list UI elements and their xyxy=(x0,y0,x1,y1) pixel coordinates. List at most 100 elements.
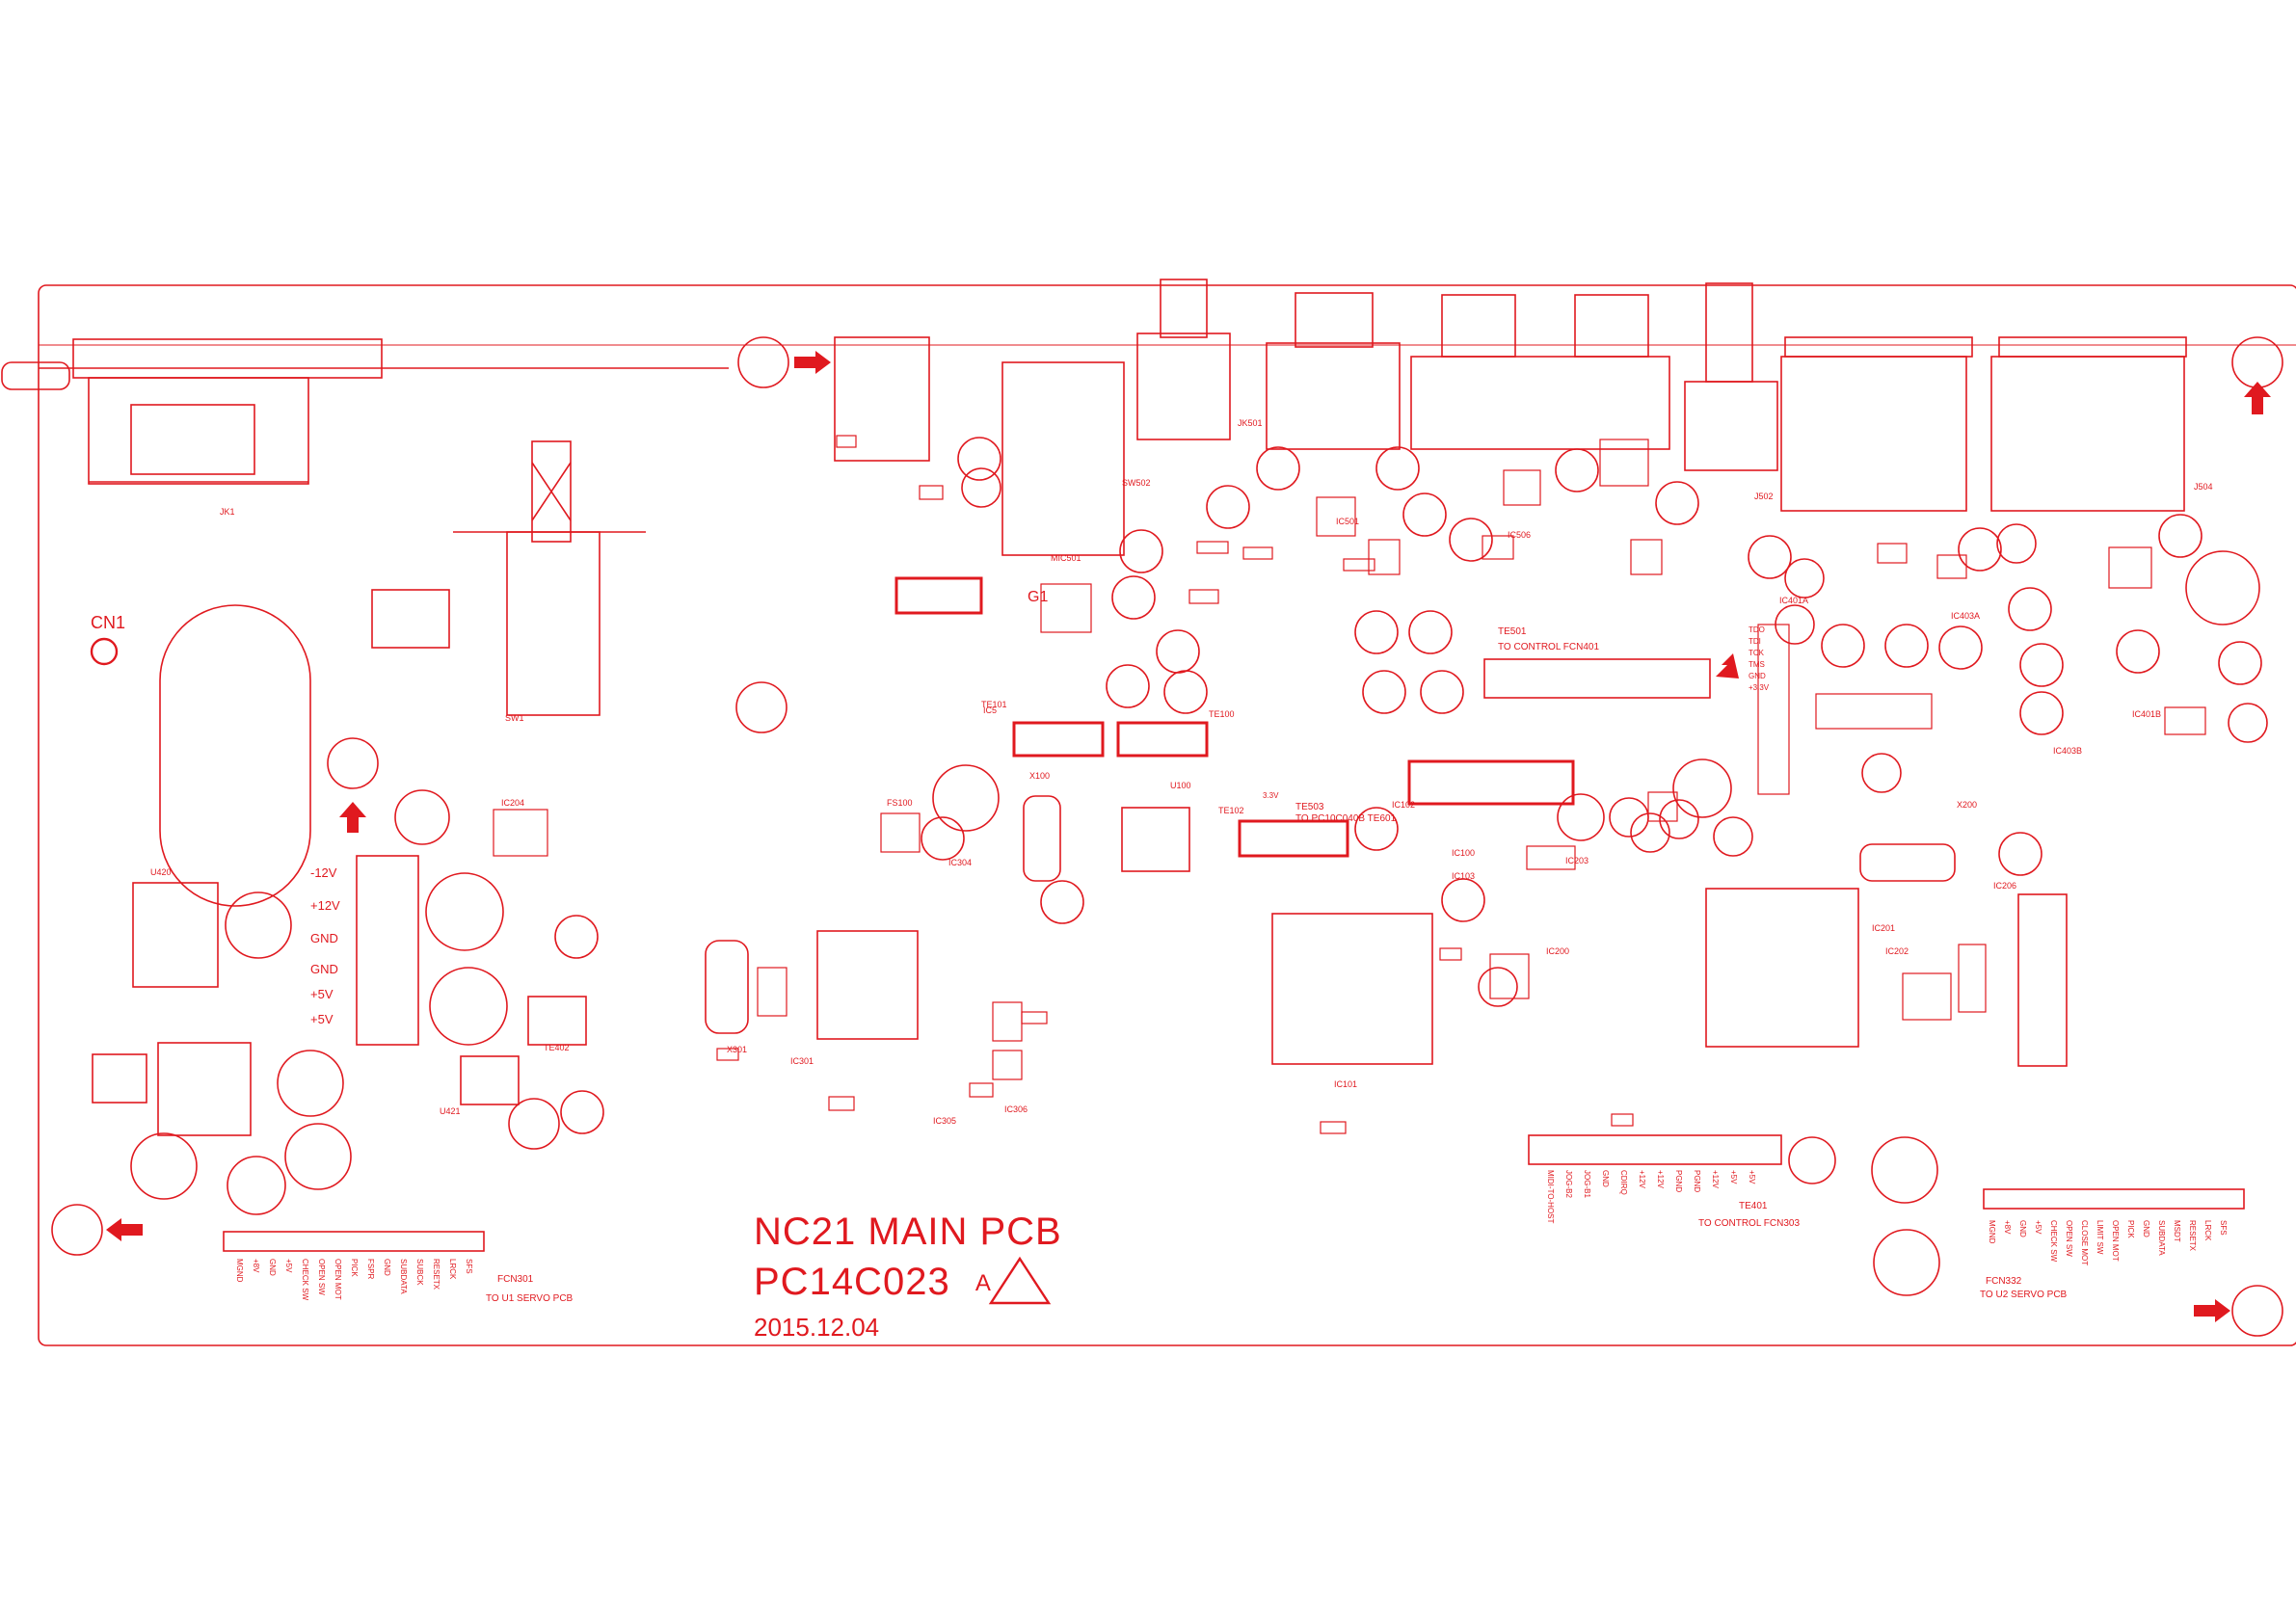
svg-text:TO CONTROL FCN303: TO CONTROL FCN303 xyxy=(1698,1218,1800,1229)
svg-text:MIC501: MIC501 xyxy=(1051,553,1081,563)
svg-text:TE101: TE101 xyxy=(981,700,1007,709)
svg-text:TMS: TMS xyxy=(1749,660,1765,669)
svg-text:X100: X100 xyxy=(1029,771,1050,781)
ic5-chip xyxy=(894,576,983,615)
pin-label: SUBDATA xyxy=(2157,1220,2166,1256)
svg-text:U420: U420 xyxy=(150,867,172,877)
svg-text:+5V: +5V xyxy=(310,987,334,1001)
pin-label: CDIRQ xyxy=(1619,1170,1628,1195)
pin-label: GND xyxy=(268,1259,277,1276)
board-title: NC21 MAIN PCB PC14C023 A 2015.12.04 xyxy=(754,1212,1062,1340)
svg-text:TO PC10C040B TE601: TO PC10C040B TE601 xyxy=(1295,813,1397,824)
svg-text:FCN332: FCN332 xyxy=(1986,1276,2022,1287)
rca-jack xyxy=(1266,342,1401,450)
svg-text:IC201: IC201 xyxy=(1872,923,1895,933)
smd-footprints xyxy=(493,435,2206,1134)
revision-triangle xyxy=(988,1256,1052,1305)
jk1-connector xyxy=(1,338,383,485)
pin-label: +12V xyxy=(1638,1170,1646,1189)
pin-label: OPEN SW xyxy=(317,1259,326,1295)
svg-text:TDO: TDO xyxy=(1749,625,1765,634)
te101-connector xyxy=(1012,721,1105,758)
pin-label: OPEN MOT xyxy=(334,1259,342,1300)
pin-label: LRCK xyxy=(2203,1220,2212,1241)
pin-label: +8V xyxy=(252,1259,260,1273)
ic101-chip xyxy=(1271,913,1433,1065)
pin-label: GND xyxy=(2142,1220,2150,1237)
arrow-marker xyxy=(106,351,2271,1322)
svg-text:IC204: IC204 xyxy=(501,798,524,808)
svg-text:IC403A: IC403A xyxy=(1951,611,1980,621)
revision-mark: A xyxy=(974,1270,992,1296)
pin-label: LIMIT SW xyxy=(2096,1220,2104,1255)
j504-connector xyxy=(1990,356,2185,512)
pin-label: CHECK SW xyxy=(301,1259,309,1301)
x200-crystal xyxy=(1859,843,1956,882)
svg-text:U100: U100 xyxy=(1170,781,1191,790)
pin-label: GND xyxy=(2018,1220,2027,1237)
ic301-chip xyxy=(816,930,919,1040)
svg-text:TE401: TE401 xyxy=(1739,1201,1768,1211)
svg-text:IC100: IC100 xyxy=(1452,848,1475,858)
silkscreen-labels: JK1 CN1 G1 SW1 JK501 J502 J504 SW502 MIC… xyxy=(91,418,2213,1126)
svg-text:IC102: IC102 xyxy=(1392,800,1415,810)
svg-text:IC506: IC506 xyxy=(1508,530,1531,540)
svg-text:JK1: JK1 xyxy=(220,507,235,517)
svg-text:+12V: +12V xyxy=(310,898,340,913)
pin-label: FSPR xyxy=(366,1259,375,1280)
pin-label: PICK xyxy=(2126,1220,2135,1238)
svg-text:IC306: IC306 xyxy=(1004,1104,1028,1114)
svg-text:IC301: IC301 xyxy=(790,1056,814,1066)
svg-text:TO U1 SERVO PCB: TO U1 SERVO PCB xyxy=(486,1293,574,1304)
te402-connector xyxy=(356,855,419,1046)
svg-text:X301: X301 xyxy=(727,1045,747,1054)
svg-text:G1: G1 xyxy=(1028,589,1048,605)
svg-text:IC403B: IC403B xyxy=(2053,746,2082,756)
pin-label: GND xyxy=(383,1259,391,1276)
svg-text:IC206: IC206 xyxy=(1993,881,2016,891)
pin-label: +12V xyxy=(1711,1170,1720,1189)
pin-label: MIDI-TO-HOST xyxy=(1546,1170,1555,1224)
pin-label: MGND xyxy=(235,1259,244,1283)
pin-label: +5V xyxy=(2034,1220,2042,1235)
pin-label: SFS xyxy=(465,1259,473,1274)
connector-destination-labels: TE501 TO CONTROL FCN401 TE503 TO PC10C04… xyxy=(486,626,2068,1304)
svg-text:TE402: TE402 xyxy=(544,1043,570,1052)
svg-text:GND: GND xyxy=(1749,672,1766,680)
svg-text:TDI: TDI xyxy=(1749,637,1761,646)
svg-text:TO CONTROL FCN401: TO CONTROL FCN401 xyxy=(1498,642,1599,652)
mounting-hole xyxy=(51,1204,103,1256)
svg-text:J502: J502 xyxy=(1754,492,1774,501)
svg-text:TE501: TE501 xyxy=(1498,626,1527,637)
fcn332-connector xyxy=(1983,1188,2245,1210)
pin-label: OPEN MOT xyxy=(2111,1220,2120,1262)
j502-connector xyxy=(1780,356,1967,512)
jk501-connector xyxy=(1136,333,1231,440)
svg-text:+3.3V: +3.3V xyxy=(1749,683,1770,692)
svg-text:GND: GND xyxy=(310,931,338,945)
board-date: 2015.12.04 xyxy=(754,1313,880,1342)
pin-label: +5V xyxy=(1748,1170,1756,1184)
te100-connector xyxy=(1116,721,1209,758)
ic201-chip xyxy=(1705,888,1859,1048)
transformer-oval xyxy=(159,604,311,907)
svg-text:SW502: SW502 xyxy=(1122,478,1151,488)
sw1-switch xyxy=(371,440,646,716)
svg-text:IC401A: IC401A xyxy=(1779,596,1808,605)
pin-label: PGND xyxy=(1693,1170,1701,1192)
svg-text:IC101: IC101 xyxy=(1334,1079,1357,1089)
u420-chip xyxy=(132,882,219,988)
svg-text:IC203: IC203 xyxy=(1565,856,1589,865)
cn1-pad xyxy=(90,637,119,666)
svg-text:3.3V: 3.3V xyxy=(1263,791,1279,800)
te501-connector xyxy=(1483,658,1711,699)
x301-crystal xyxy=(705,940,749,1034)
pin-label: LRCK xyxy=(448,1259,457,1280)
svg-text:TE503: TE503 xyxy=(1295,802,1324,812)
svg-text:+5V: +5V xyxy=(310,1012,334,1026)
svg-text:CN1: CN1 xyxy=(91,613,125,632)
pin-label: +5V xyxy=(284,1259,293,1273)
pin-label: SFS xyxy=(2219,1220,2228,1236)
